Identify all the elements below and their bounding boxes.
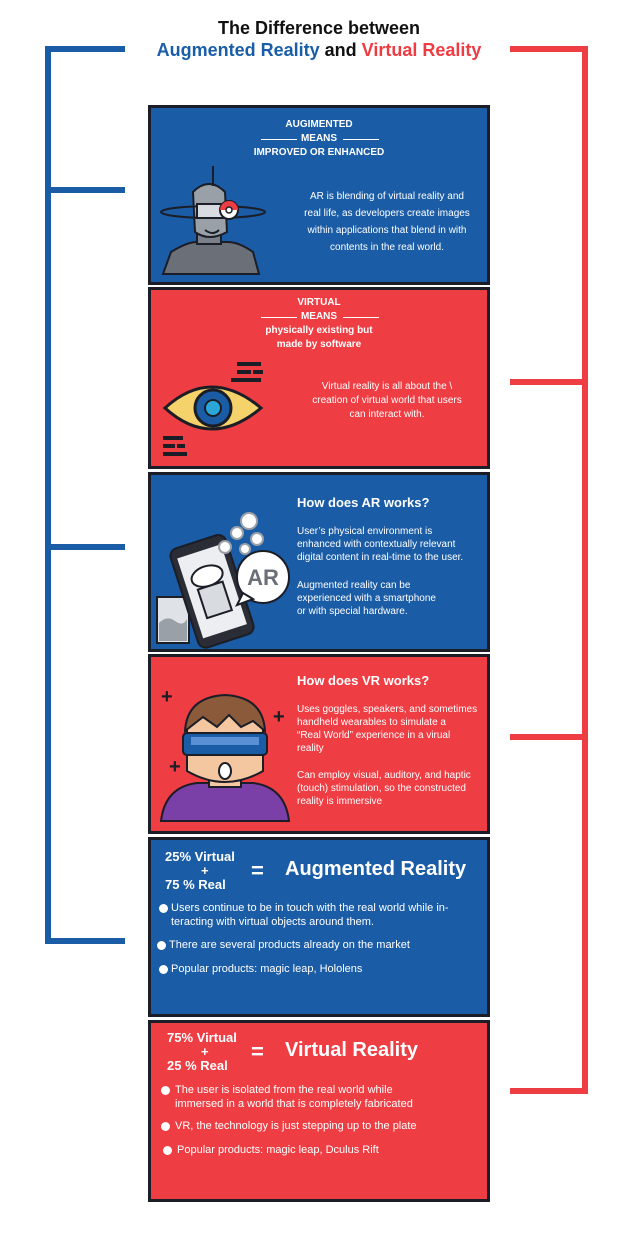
- person-with-vr-headset-icon: + + +: [159, 687, 291, 822]
- panel-vr-definition: VIRTUAL MEANS physically existing but ma…: [148, 287, 490, 469]
- ar-def-heading3: IMPROVED OR ENHANCED: [253, 147, 385, 158]
- page-subtitle: Augmented Reality and Virtual Reality: [0, 40, 638, 61]
- bullet-dot: [159, 965, 168, 974]
- panel-how-vr-works: How does VR works? Uses goggles, speaker…: [148, 654, 490, 834]
- bullet-dot: [157, 941, 166, 950]
- panel-vr-equation: 75% Virtual + 25 % Real = Virtual Realit…: [148, 1020, 490, 1202]
- vr-result-title: Virtual Reality: [285, 1039, 419, 1061]
- bullet-dot: [161, 1122, 170, 1131]
- ar-bullet-1: Users continue to be in touch with the r…: [171, 902, 449, 928]
- ar-result-title: Augmented Reality: [285, 858, 467, 880]
- divider-right: [343, 139, 379, 140]
- how-ar-para2: Augmented reality can be experienced wit…: [297, 580, 436, 617]
- and-label: and: [324, 40, 357, 60]
- left-blue-bracket: [45, 46, 125, 944]
- svg-text:+: +: [169, 756, 181, 778]
- panel-ar-definition: AUGIMENTED MEANS IMPROVED OR ENHANCED AR…: [148, 105, 490, 285]
- robot-with-ar-glasses-icon: [160, 166, 266, 275]
- ar-bullet-3: Popular products: magic leap, Hololens: [171, 963, 363, 975]
- ar-equals-sign: =: [251, 858, 264, 883]
- svg-text:+: +: [161, 687, 173, 708]
- vr-equals-sign: =: [251, 1039, 264, 1064]
- vr-virtual-percent: 75% Virtual: [167, 1030, 237, 1045]
- ar-bubble-text: AR: [247, 565, 279, 590]
- right-red-bracket: [510, 46, 588, 1094]
- how-ar-para1: User’s physical environment is enhanced …: [297, 526, 464, 563]
- divider-left: [261, 139, 297, 140]
- page-title: The Difference between: [217, 18, 421, 38]
- vr-def-heading2: MEANS: [300, 311, 338, 322]
- ar-def-body: AR is blending of virtual reality and re…: [304, 191, 470, 253]
- vr-def-heading1: VIRTUAL: [297, 297, 341, 308]
- divider-left: [261, 317, 297, 318]
- ar-virtual-percent: 25% Virtual: [165, 849, 235, 864]
- ar-def-heading1: AUGIMENTED: [285, 119, 353, 130]
- ar-def-heading2: MEANS: [300, 133, 338, 144]
- panel-ar-equation: 25% Virtual + 75 % Real = Augmented Real…: [148, 837, 490, 1017]
- ar-title-label: Augmented Reality: [156, 40, 320, 60]
- vr-def-heading3: physically existing but: [265, 325, 373, 336]
- bullet-dot: [163, 1146, 172, 1155]
- vr-bullet-2: VR, the technology is just stepping up t…: [175, 1120, 417, 1132]
- ar-plus: +: [201, 863, 209, 878]
- divider-right: [343, 317, 379, 318]
- how-vr-para1: Uses goggles, speakers, and sometimes ha…: [297, 704, 478, 754]
- bullet-dot: [159, 904, 168, 913]
- how-vr-title: How does VR works?: [297, 673, 430, 688]
- vr-title-label: Virtual Reality: [361, 40, 482, 60]
- ar-real-percent: 75 % Real: [165, 877, 226, 892]
- vr-def-body: Virtual reality is all about the \ creat…: [312, 381, 462, 420]
- vr-bullet-3: Popular products: magic leap, Dculus Rif…: [177, 1144, 379, 1156]
- panel-how-ar-works: How does AR works? User’s physical envir…: [148, 472, 490, 652]
- vr-real-percent: 25 % Real: [167, 1058, 228, 1073]
- vr-def-heading4: made by software: [276, 339, 362, 350]
- vr-plus: +: [201, 1044, 209, 1059]
- svg-text:+: +: [273, 706, 285, 728]
- bullet-dot: [161, 1086, 170, 1095]
- how-vr-para2: Can employ visual, auditory, and haptic …: [297, 770, 471, 807]
- ar-bullet-2: There are several products already on th…: [169, 939, 410, 951]
- cyber-eye-icon: [162, 362, 264, 456]
- smartphone-ar-icon: AR: [156, 512, 290, 649]
- how-ar-title: How does AR works?: [297, 495, 430, 510]
- vr-bullet-1: The user is isolated from the real world…: [175, 1084, 413, 1110]
